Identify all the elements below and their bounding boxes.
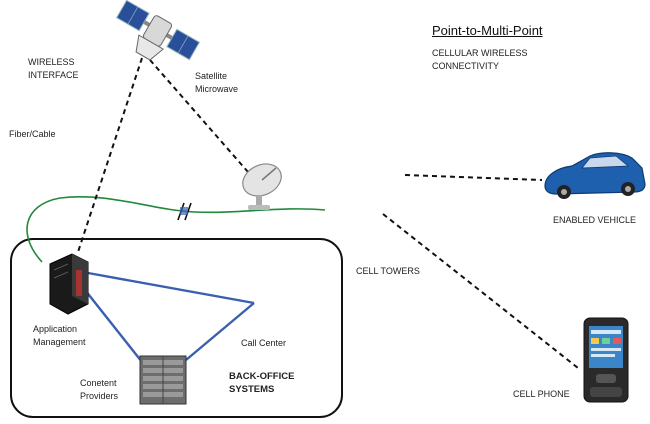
fiber-cable-line (26, 196, 326, 263)
cell-towers-label: CELL TOWERS (356, 266, 420, 276)
satellite-label-line2: Microwave (195, 84, 239, 94)
dashed-link-vehicle (404, 174, 543, 181)
diagram-title: Point-to-Multi-Point (432, 23, 543, 38)
network-link-callcenter-providers (185, 302, 255, 361)
network-link-app-providers (84, 289, 143, 363)
subtitle-line2: CONNECTIVITY (432, 61, 500, 71)
app-management-line2: Management (33, 337, 86, 347)
cable-break-box (180, 207, 188, 215)
content-providers-line2: Providers (80, 391, 119, 401)
wireless-interface-line1: WIRELESS (28, 57, 75, 67)
subtitle-line1: CELLULAR WIRELESS (432, 48, 528, 58)
server-tower-icon (49, 253, 89, 315)
cell-phone-label: CELL PHONE (513, 389, 570, 399)
car-icon (544, 152, 646, 199)
wireless-interface-line2: INTERFACE (28, 70, 79, 80)
dashed-link-phone (382, 213, 579, 369)
app-management-line1: Application (33, 324, 78, 334)
back-office-line1: BACK-OFFICE (229, 371, 295, 382)
satellite-label-line1: Satellite (195, 71, 228, 81)
fiber-cable-label: Fiber/Cable (9, 129, 56, 139)
satellite-icon (115, 0, 201, 61)
content-providers-line1: Conetent (80, 378, 117, 388)
back-office-box (10, 238, 343, 418)
enabled-vehicle-label: ENABLED VEHICLE (553, 215, 637, 225)
network-link-app-callcenter (87, 271, 255, 305)
back-office-line2: SYSTEMS (229, 384, 275, 395)
call-center-label: Call Center (241, 338, 287, 348)
server-rack-icon (139, 355, 187, 405)
dashed-link-satellite-dish (149, 59, 249, 173)
dish-antenna-icon (242, 163, 282, 210)
dashed-link-satellite-server (77, 57, 143, 253)
smartphone-icon (583, 317, 629, 403)
